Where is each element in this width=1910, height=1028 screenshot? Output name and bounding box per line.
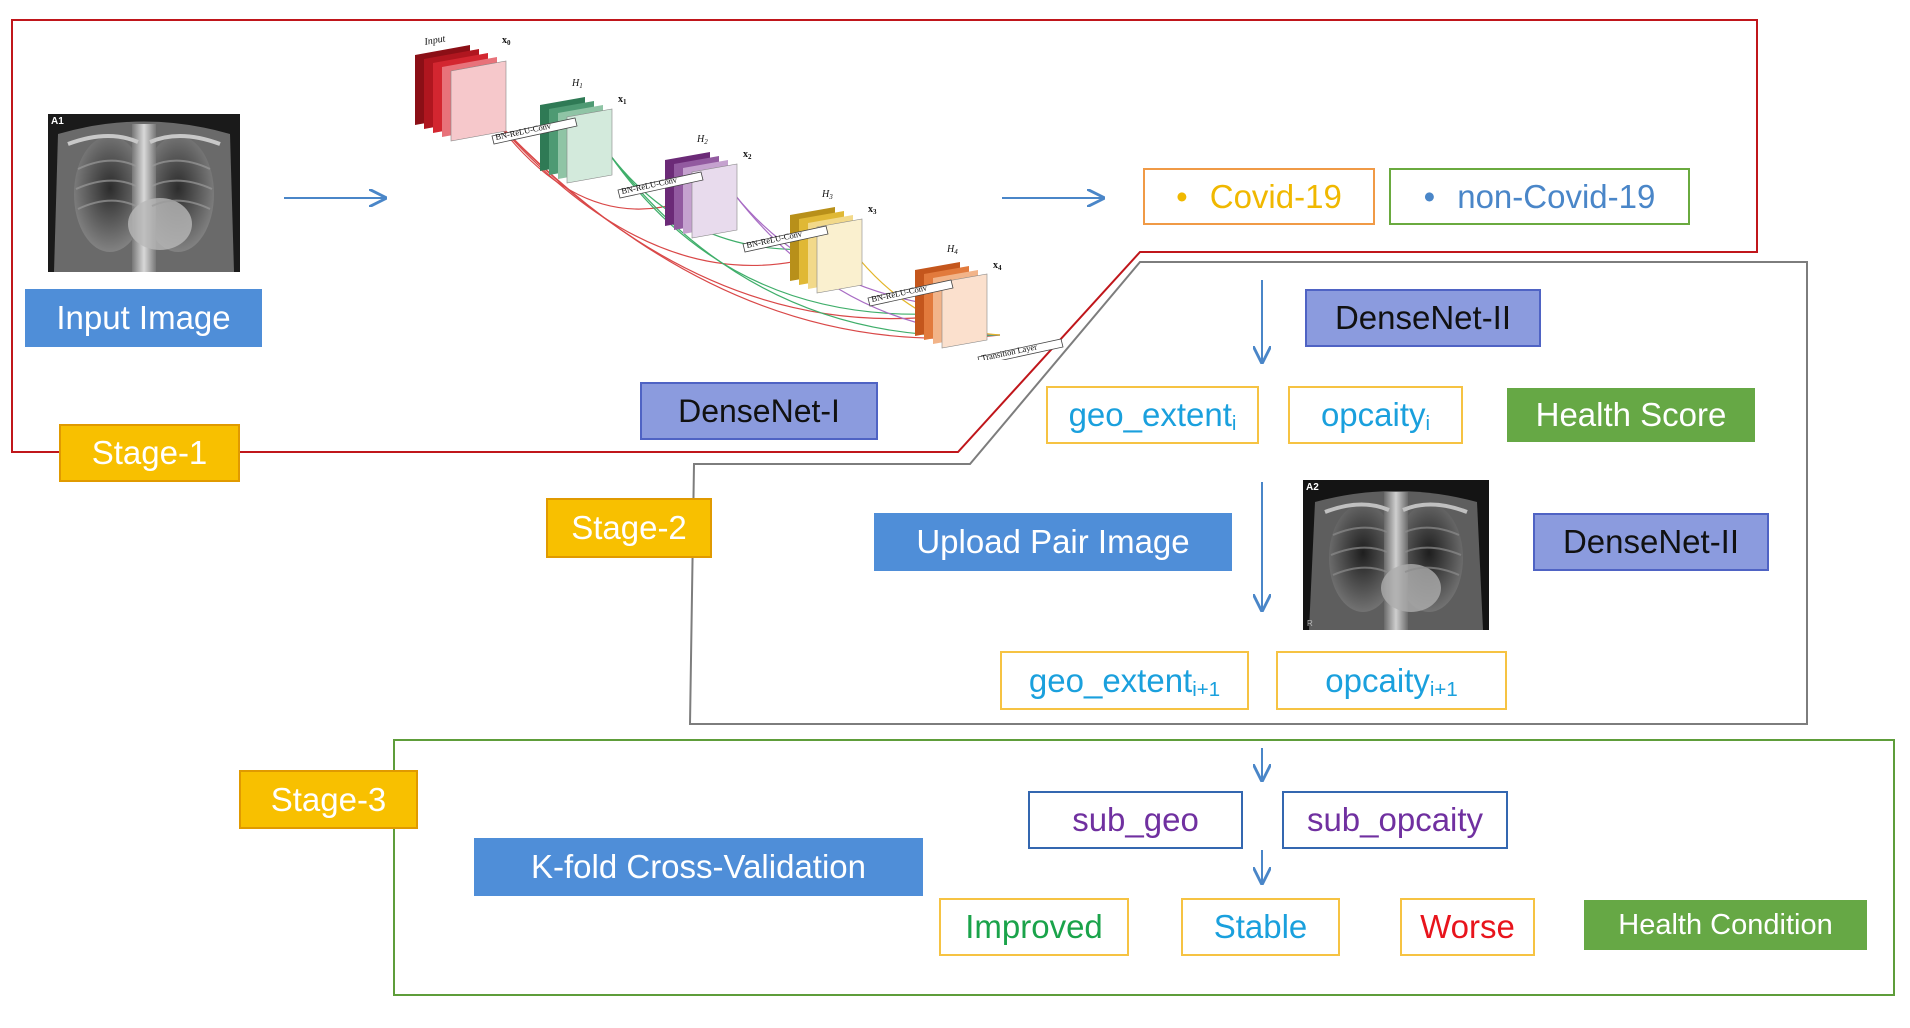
input-image-label: Input Image <box>25 289 262 347</box>
conv-box-1 <box>491 117 578 145</box>
h-label-3: H3 <box>821 189 833 201</box>
feature-block-2 <box>665 152 738 239</box>
geo-extent-i1-text: geo_extent <box>1028 661 1193 699</box>
kfold-cross-validation-label: K-fold Cross-Validation <box>474 838 923 896</box>
improved-box: Improved <box>939 898 1129 956</box>
h-label-2: H2 <box>696 134 708 146</box>
covid-output-label: Covid-19 <box>1209 177 1342 215</box>
transition-label: Transition Layer <box>980 341 1038 360</box>
transition-box <box>977 338 1064 360</box>
feature-block-4 <box>915 262 988 349</box>
h-label-1: H1 <box>571 78 583 90</box>
densenet-ii-label-top: DenseNet-II <box>1305 289 1541 347</box>
stage3-label: Stage-3 <box>239 770 418 829</box>
image-tag-a2: A2 <box>1306 482 1319 493</box>
input-block-label: Input <box>423 33 447 48</box>
sub-opacity-box: sub_opcaity <box>1282 791 1508 849</box>
non-covid-output-box: • non-Covid-19 <box>1389 168 1690 225</box>
densenet-architecture-figure: BN-ReLU-Conv BN-ReLU-Conv BN-ReLU-Conv B… <box>415 33 1064 360</box>
feature-block-1 <box>540 97 613 184</box>
x-label-1: x1 <box>618 94 627 106</box>
densenet-i-label: DenseNet-I <box>640 382 878 440</box>
image-tag-a1: A1 <box>51 116 64 127</box>
worse-box: Worse <box>1400 898 1535 956</box>
xray-image-a1: A1 <box>48 114 240 272</box>
x-label-3: x3 <box>868 204 877 216</box>
stage1-label: Stage-1 <box>59 424 240 482</box>
conv-box-3 <box>742 225 829 253</box>
xray-image-a2: A2 R <box>1303 480 1489 630</box>
covid-output-box: • Covid-19 <box>1143 168 1375 225</box>
x-label-0: x0 <box>502 35 511 47</box>
geo-extent-i-text: geo_extent <box>1068 396 1232 433</box>
densenet-ii-label-mid: DenseNet-II <box>1533 513 1769 571</box>
stage3-border <box>393 739 1895 996</box>
opacity-i-text: opcaity <box>1320 396 1426 433</box>
health-condition-label: Health Condition <box>1584 900 1867 950</box>
stage2-border <box>688 261 1808 725</box>
image-corner-mark: R <box>1307 619 1313 628</box>
stage2-label: Stage-2 <box>546 498 712 558</box>
covid-bullet: • <box>1176 177 1188 215</box>
health-score-label: Health Score <box>1507 388 1755 442</box>
non-covid-bullet: • <box>1423 177 1436 215</box>
stable-box: Stable <box>1181 898 1340 956</box>
opacity-i-subscript: i <box>1425 412 1431 436</box>
x-label-2: x2 <box>743 149 752 161</box>
opacity-i1-text: opcaity <box>1325 661 1430 699</box>
sub-geo-box: sub_geo <box>1028 791 1243 849</box>
upload-pair-image-label: Upload Pair Image <box>874 513 1232 571</box>
conv-box-2 <box>617 171 704 199</box>
h-label-4: H4 <box>946 244 958 256</box>
feature-block-3 <box>790 207 863 294</box>
stage1-border <box>11 19 1758 453</box>
geo-extent-i-subscript: i <box>1231 412 1237 436</box>
non-covid-output-label: non-Covid-19 <box>1457 177 1656 215</box>
opacity-i1-subscript: i+1 <box>1429 677 1458 701</box>
x-label-4: x4 <box>993 260 1002 272</box>
geo-extent-i1-subscript: i+1 <box>1192 677 1221 701</box>
conv-box-4 <box>867 279 954 307</box>
feature-block-0 <box>415 45 507 142</box>
